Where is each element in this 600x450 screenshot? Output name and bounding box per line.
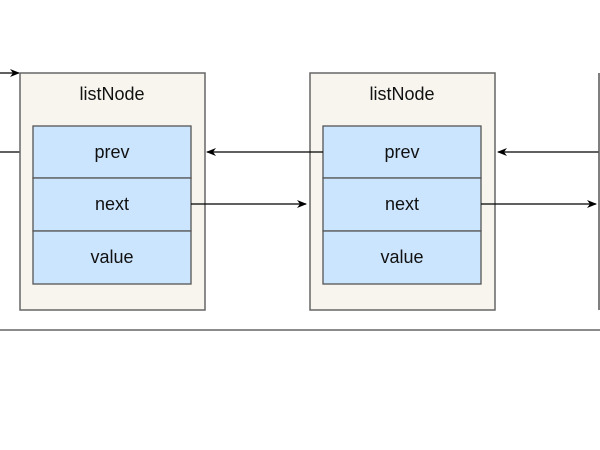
field-prev xyxy=(322,125,482,179)
list-node-1: listNode prev next value xyxy=(19,72,206,311)
field-next-label: next xyxy=(95,194,129,214)
field-prev-label: prev xyxy=(384,142,419,162)
field-value-label: value xyxy=(90,247,133,267)
field-next-label: next xyxy=(385,194,419,214)
field-prev-label: prev xyxy=(94,142,129,162)
field-next xyxy=(32,177,192,232)
field-value xyxy=(322,230,482,285)
field-prev xyxy=(32,125,192,179)
field-next xyxy=(322,177,482,232)
node-title: listNode xyxy=(369,84,434,104)
field-value-label: value xyxy=(380,247,423,267)
node-title: listNode xyxy=(79,84,144,104)
field-value xyxy=(32,230,192,285)
list-node-2: listNode prev next value xyxy=(309,72,496,311)
